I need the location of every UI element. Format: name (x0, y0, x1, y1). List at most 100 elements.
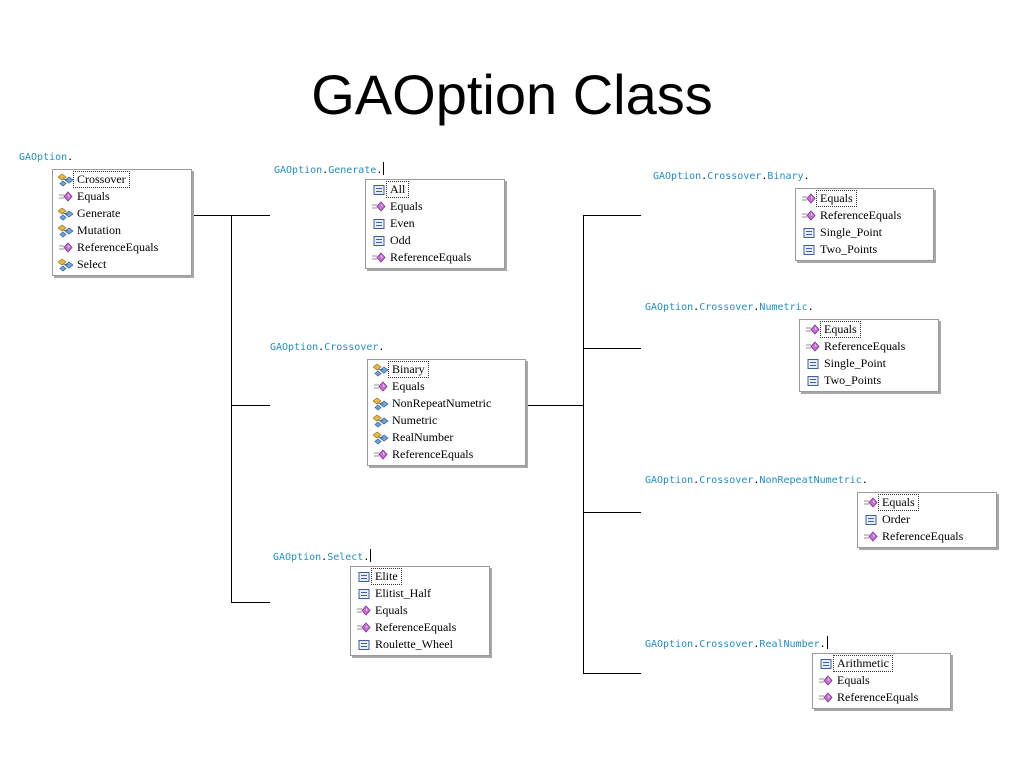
enum-icon (807, 375, 819, 386)
completion-item[interactable]: ReferenceEquals (353, 619, 487, 636)
method-icon (374, 448, 388, 460)
completion-label-binary: GAOption.Crossover.Binary. (653, 171, 810, 182)
method-icon (864, 530, 878, 542)
completion-label-nonrepeat: GAOption.Crossover.NonRepeatNumetric. (645, 475, 868, 486)
label-segment: GAOption (273, 552, 322, 563)
completion-item[interactable]: Mutation (55, 222, 189, 239)
method-icon (59, 241, 73, 253)
completion-item-label: Equals (820, 321, 861, 338)
class-icon (373, 414, 389, 427)
completion-item-label: Order (882, 512, 910, 526)
completion-item-label: Mutation (77, 223, 121, 237)
completion-item-label: ReferenceEquals (375, 620, 457, 634)
completion-item[interactable]: Equals (860, 494, 994, 511)
completion-item[interactable]: All (368, 181, 502, 198)
completion-item[interactable]: ReferenceEquals (55, 239, 189, 256)
completion-item-label: Select (77, 257, 107, 271)
label-segment: GAOption (274, 165, 323, 176)
connector-line (583, 673, 641, 674)
completion-item-label: ReferenceEquals (837, 690, 919, 704)
completion-item[interactable]: Even (368, 215, 502, 232)
completion-item[interactable]: Equals (802, 321, 936, 338)
completion-item[interactable]: Equals (815, 672, 948, 689)
label-segment: . (819, 639, 826, 650)
completion-item[interactable]: Single_Point (798, 224, 931, 241)
completion-item[interactable]: Binary (370, 361, 523, 378)
completion-item[interactable]: ReferenceEquals (802, 338, 936, 355)
completion-item[interactable]: Numetric (370, 412, 523, 429)
method-icon (802, 192, 816, 204)
completion-item[interactable]: Equals (55, 188, 189, 205)
completion-item[interactable]: Select (55, 256, 189, 273)
completion-item[interactable]: Equals (368, 198, 502, 215)
completion-item[interactable]: Order (860, 511, 994, 528)
completion-item-label: Single_Point (824, 356, 887, 370)
connector-line (193, 215, 231, 216)
completion-item[interactable]: Equals (353, 602, 487, 619)
label-segment: Crossover (707, 171, 762, 182)
completion-item-label: Binary (388, 361, 429, 378)
label-segment: GAOption (645, 302, 694, 313)
label-segment: GAOption (645, 639, 694, 650)
label-segment: . (693, 639, 700, 650)
enum-icon (803, 244, 815, 255)
completion-label-generate: GAOption.Generate. (274, 162, 385, 176)
class-icon (373, 431, 389, 444)
label-segment: . (701, 171, 708, 182)
completion-item[interactable]: Roulette_Wheel (353, 636, 487, 653)
completion-item[interactable]: RealNumber (370, 429, 523, 446)
completion-item-label: Generate (77, 206, 121, 220)
completion-item-label: Equals (390, 199, 423, 213)
completion-item[interactable]: Two_Points (802, 372, 936, 389)
label-segment: . (378, 342, 385, 353)
completion-item[interactable]: Generate (55, 205, 189, 222)
connector-line (231, 215, 270, 216)
text-cursor (383, 162, 385, 175)
text-cursor (370, 549, 372, 562)
completion-item-label: Roulette_Wheel (375, 637, 453, 651)
label-segment: . (693, 475, 700, 486)
completion-item-label: Two_Points (820, 242, 878, 256)
method-icon (864, 496, 878, 508)
completion-label-realnumber: GAOption.Crossover.RealNumber. (645, 636, 828, 650)
completion-item-label: Elite (371, 568, 402, 585)
completion-item[interactable]: Equals (798, 190, 931, 207)
completion-item[interactable]: ReferenceEquals (860, 528, 994, 545)
completion-item[interactable]: NonRepeatNumetric (370, 395, 523, 412)
connector-line (583, 348, 641, 349)
completion-item[interactable]: Single_Point (802, 355, 936, 372)
completion-item[interactable]: ReferenceEquals (815, 689, 948, 706)
method-icon (374, 380, 388, 392)
completion-item[interactable]: ReferenceEquals (368, 249, 502, 266)
class-icon (58, 258, 74, 271)
completion-item-label: Equals (837, 673, 870, 687)
completion-item[interactable]: ReferenceEquals (798, 207, 931, 224)
enum-icon (807, 358, 819, 369)
completion-item-label: Equals (878, 494, 919, 511)
label-segment: GAOption (645, 475, 694, 486)
completion-item[interactable]: Arithmetic (815, 655, 948, 672)
method-icon (819, 691, 833, 703)
completion-item[interactable]: Crossover (55, 171, 189, 188)
completion-item[interactable]: Two_Points (798, 241, 931, 258)
label-segment: GAOption (270, 342, 319, 353)
connector-line (231, 602, 270, 603)
completion-item[interactable]: Odd (368, 232, 502, 249)
completion-item[interactable]: ReferenceEquals (370, 446, 523, 463)
text-cursor (826, 636, 828, 649)
completion-item[interactable]: Elite (353, 568, 487, 585)
label-segment: . (753, 639, 760, 650)
completion-item[interactable]: Equals (370, 378, 523, 395)
label-segment: . (693, 302, 700, 313)
label-segment: . (807, 302, 814, 313)
completion-item[interactable]: Elitist_Half (353, 585, 487, 602)
method-icon (357, 621, 371, 633)
